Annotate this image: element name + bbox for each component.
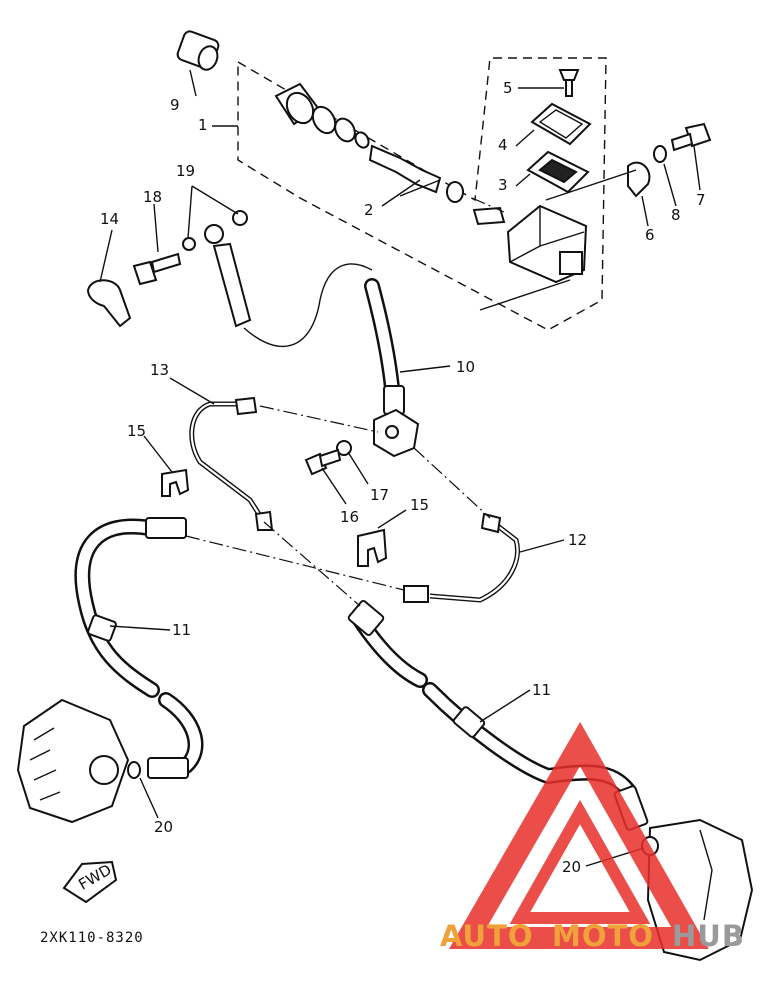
part-11-hose-left [74, 517, 204, 779]
label-20-left: 20 [154, 818, 173, 836]
part-12-brake-pipe [403, 512, 520, 603]
centerline-c [413, 447, 491, 519]
label-5: 5 [503, 79, 513, 97]
label-2: 2 [364, 201, 374, 219]
label-19: 19 [176, 162, 195, 180]
label-15-left: 15 [127, 422, 146, 440]
part-5-screw [558, 69, 580, 97]
label-10: 10 [456, 358, 475, 376]
label-15-right: 15 [410, 496, 429, 514]
centerline-b [263, 521, 361, 607]
watermark-triangle-inner [509, 799, 651, 924]
part-6-clamp [627, 161, 651, 198]
label-13: 13 [150, 361, 169, 379]
label-11-left: 11 [172, 621, 191, 639]
part-18-bolt [132, 252, 182, 286]
part-15-clip-left [161, 468, 190, 497]
assembly-outline [237, 57, 607, 331]
label-1: 1 [198, 116, 208, 134]
part-16-bolt [304, 448, 342, 476]
watermark-logo [448, 721, 709, 949]
label-8: 8 [671, 206, 681, 224]
part-8-washer [653, 145, 667, 163]
part-7-bolt [670, 122, 712, 152]
part-4-reservoir-cover [530, 102, 592, 146]
label-12: 12 [568, 531, 587, 549]
label-16: 16 [340, 508, 359, 526]
label-11-right: 11 [532, 681, 551, 699]
part-labels: 1 2 3 4 5 6 7 8 9 10 11 11 12 13 14 15 1… [100, 79, 706, 876]
watermark-text-auto: AUTO [440, 919, 534, 953]
caliper-left [16, 698, 130, 824]
part-19-washer-a [182, 237, 196, 251]
label-18: 18 [143, 188, 162, 206]
junction-block [373, 408, 420, 458]
label-6: 6 [645, 226, 655, 244]
centerline-e [471, 197, 505, 213]
part-20-washer-left [127, 761, 141, 779]
part-10-hose [364, 278, 405, 415]
part-13-brake-pipe [189, 396, 274, 531]
part-15-clip-right [357, 528, 388, 567]
label-4: 4 [498, 136, 508, 154]
label-14: 14 [100, 210, 119, 228]
part-17-washer [336, 440, 352, 456]
label-3: 3 [498, 176, 508, 194]
master-cylinder-body [506, 204, 588, 284]
reservoir-hose-fitting [204, 224, 252, 328]
part-2-pushrod [472, 206, 506, 226]
label-20-right: 20 [562, 858, 581, 876]
part-3-diaphragm [526, 150, 590, 194]
diagram-code: 2XK110-8320 [40, 930, 144, 946]
label-9: 9 [170, 96, 180, 114]
centerline-a [185, 535, 405, 591]
label-7: 7 [696, 191, 706, 209]
reservoir-line [243, 263, 373, 347]
centerline-d [259, 405, 379, 433]
part-14-bracket [86, 279, 132, 328]
part-19-washer-b [232, 210, 248, 226]
watermark-text-hub: HUB [672, 919, 745, 953]
part-9-cap [176, 30, 220, 71]
watermark-text-moto: MOTO [552, 919, 654, 953]
part-1-piston-kit [274, 82, 464, 203]
watermark-triangle-outer [448, 721, 709, 949]
label-17: 17 [370, 486, 389, 504]
fwd-arrow: FWD [62, 861, 118, 904]
